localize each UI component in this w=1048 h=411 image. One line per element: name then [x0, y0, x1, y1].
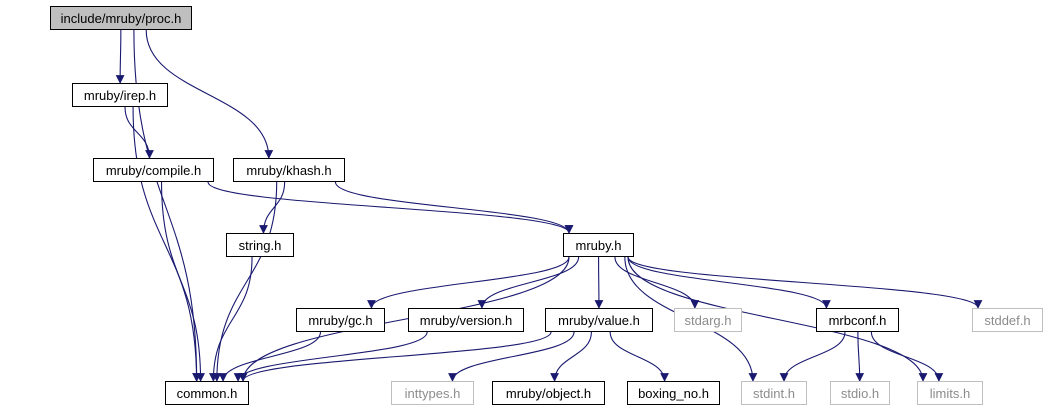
edge-value-to-inttypes — [448, 331, 575, 382]
edge-khash-to-string — [259, 181, 286, 234]
edge-mruby-to-limits — [627, 256, 928, 382]
node-string-h[interactable]: string.h — [226, 233, 294, 257]
edge-mruby-to-stddef — [627, 256, 983, 309]
node-common-h[interactable]: common.h — [165, 381, 249, 405]
edge-irep-to-common — [132, 106, 201, 382]
edge-mrbconf-to-stdint — [779, 331, 846, 382]
node-proc-h[interactable]: include/mruby/proc.h — [50, 6, 192, 30]
node-irep-h[interactable]: mruby/irep.h — [72, 83, 168, 107]
edge-string-to-common — [208, 256, 253, 382]
node-version-h[interactable]: mruby/version.h — [408, 308, 524, 332]
node-stdarg-h[interactable]: stdarg.h — [674, 308, 742, 332]
node-mruby-h[interactable]: mruby.h — [563, 233, 634, 257]
node-stdint-h[interactable]: stdint.h — [741, 381, 807, 405]
edge-value-to-boxing — [609, 331, 669, 382]
edge-proc-to-khash — [145, 29, 274, 159]
edge-irep-to-compile — [124, 106, 154, 159]
node-stddef-h[interactable]: stddef.h — [972, 308, 1043, 332]
node-inttypes-h[interactable]: inttypes.h — [391, 381, 474, 405]
edge-proc-to-irep — [115, 29, 125, 84]
node-khash-h[interactable]: mruby/khash.h — [233, 158, 345, 182]
edge-value-to-object — [550, 331, 592, 382]
edge-mruby-to-mrbconf — [627, 256, 831, 309]
edge-value-to-common — [238, 331, 552, 382]
node-value-h[interactable]: mruby/value.h — [545, 308, 653, 332]
edge-mruby-to-version — [477, 256, 580, 309]
edge-gc-to-common — [218, 331, 322, 382]
node-compile-h[interactable]: mruby/compile.h — [93, 158, 214, 182]
edge-khash-to-common — [212, 181, 278, 382]
node-boxing-no-h[interactable]: boxing_no.h — [627, 381, 720, 405]
edge-mrbconf-to-stdio — [855, 331, 865, 382]
node-object-h[interactable]: mruby/object.h — [492, 381, 605, 405]
node-gc-h[interactable]: mruby/gc.h — [296, 308, 385, 332]
edge-version-to-common — [233, 331, 428, 382]
edge-compile-to-common — [160, 181, 205, 382]
node-mrbconf-h[interactable]: mrbconf.h — [816, 308, 899, 332]
edge-mruby-to-gc — [367, 256, 570, 309]
node-limits-h[interactable]: limits.h — [917, 381, 983, 405]
node-stdio-h[interactable]: stdio.h — [830, 381, 890, 405]
edge-mruby-to-common — [238, 256, 570, 382]
edge-mrbconf-to-limits — [870, 331, 944, 382]
edge-compile-to-mruby — [207, 181, 574, 234]
edge-mruby-to-stdarg — [614, 256, 700, 309]
edge-khash-to-mruby — [334, 181, 574, 234]
